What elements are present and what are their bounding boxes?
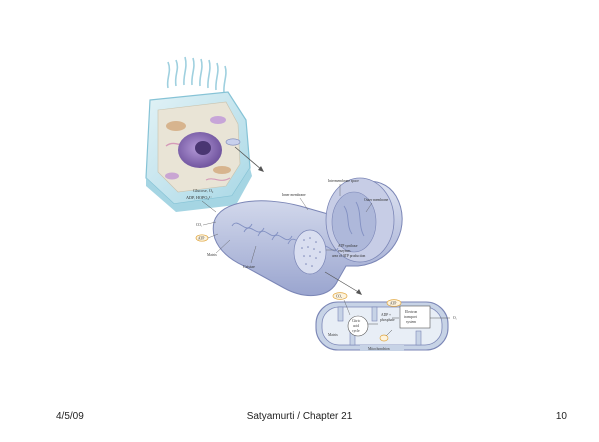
footer-title: Satyamurti / Chapter 21 bbox=[0, 411, 599, 423]
label-atp-small: ATP bbox=[198, 237, 204, 241]
label-phosphate: phosphate bbox=[380, 318, 395, 322]
label-co2: CO₂ bbox=[196, 223, 203, 227]
label-atp-synthase: ATP synthase bbox=[338, 244, 358, 248]
label-cycle: cycle bbox=[352, 329, 360, 333]
label-o2: O₂ bbox=[453, 316, 458, 320]
label-acid: acid bbox=[353, 324, 359, 328]
label-atp-top: ATP bbox=[390, 302, 396, 306]
label-system: system bbox=[406, 320, 416, 324]
label-area-of-atp: area of ATP production bbox=[332, 254, 366, 258]
label-matrix-small: Matrix bbox=[328, 333, 338, 337]
label-adp-plus: ADP + bbox=[381, 313, 391, 317]
label-mitochondrion: Mitochondrion bbox=[368, 347, 390, 351]
label-transport: transport bbox=[404, 315, 417, 319]
mitochondrion-schematic: Citric acid cycle ADP + phosphate Electr… bbox=[316, 293, 458, 351]
mitochondrion-3d bbox=[213, 178, 402, 296]
label-matrix: Matrix bbox=[207, 253, 217, 257]
label-enzymes: enzymes bbox=[338, 249, 351, 253]
label-co2-box: CO₂ bbox=[336, 295, 343, 299]
label-intermembrane-space: Intermembrane space bbox=[328, 179, 359, 183]
footer-page-number: 10 bbox=[556, 411, 567, 423]
label-outer-membrane: Outer membrane bbox=[364, 198, 389, 202]
label-inner-membrane: Inner membrane bbox=[282, 193, 306, 197]
label-citric: Citric bbox=[352, 319, 361, 323]
label-cristae: Cristae bbox=[243, 264, 255, 269]
label-electron: Electron bbox=[405, 310, 417, 314]
